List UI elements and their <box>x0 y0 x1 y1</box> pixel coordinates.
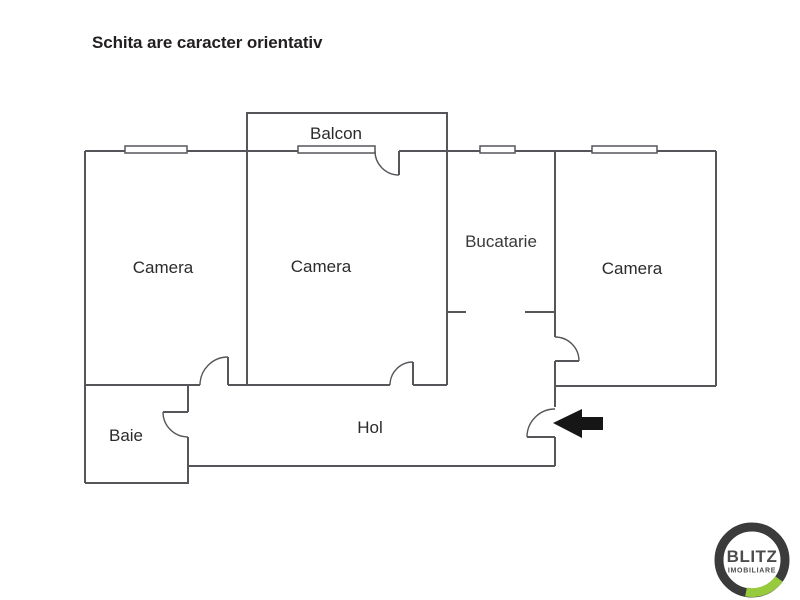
windows <box>124 145 658 154</box>
left-room-window <box>124 145 188 154</box>
middle-room-door-arc <box>389 361 414 386</box>
disclaimer-title: Schita are caracter orientativ <box>92 33 323 52</box>
entrance-door-arc <box>526 408 556 438</box>
room-label-camera-middle: Camera <box>290 257 352 276</box>
entrance-arrow-icon <box>553 409 603 438</box>
room-label-camera-left: Camera <box>132 258 194 277</box>
door-leaves <box>227 151 579 438</box>
balcony-walls <box>246 112 448 151</box>
right-room-window <box>591 145 658 154</box>
balcony-window <box>297 145 376 154</box>
kitchen-window <box>479 145 516 154</box>
room-label-baie: Baie <box>108 426 144 445</box>
logo-green-segment <box>745 576 783 598</box>
room-label-camera-right: Camera <box>601 259 663 278</box>
room-label-hol: Hol <box>357 418 383 437</box>
balcony-door-arc <box>374 150 400 176</box>
room-label-bucatarie: Bucatarie <box>465 232 537 251</box>
door-arcs <box>162 150 580 438</box>
room-label-balcon: Balcon <box>310 124 362 143</box>
walls <box>84 112 717 484</box>
logo-wordmark: BLITZ <box>726 547 778 566</box>
left-room-door-arc <box>199 356 229 386</box>
bathroom-door-arc <box>162 411 189 438</box>
logo-subtitle: IMOBILIARE <box>727 567 777 575</box>
blitz-logo <box>714 522 790 598</box>
right-room-door-arc <box>554 336 580 362</box>
